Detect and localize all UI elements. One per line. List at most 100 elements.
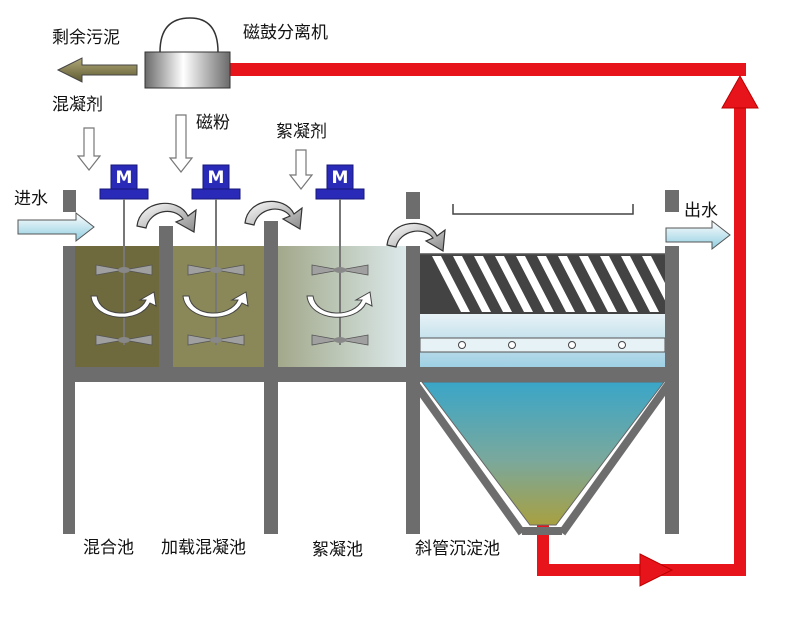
impeller-blade bbox=[187, 264, 217, 276]
support-column bbox=[264, 382, 278, 534]
impeller-blade bbox=[187, 334, 217, 346]
tank-floor bbox=[63, 367, 679, 382]
distribution-hole bbox=[618, 341, 626, 349]
inlet-baffle bbox=[63, 190, 76, 212]
rotation-arrow-icon bbox=[90, 291, 157, 318]
mixer: M bbox=[90, 164, 157, 346]
settler-sludge-hopper bbox=[420, 381, 666, 526]
impeller-blade bbox=[95, 334, 125, 346]
outlet-baffle bbox=[665, 190, 679, 212]
pipe-right-riser bbox=[734, 98, 746, 576]
settler-inlet-baffle bbox=[406, 192, 420, 219]
impeller-blade bbox=[339, 334, 369, 346]
inlet-arrow-icon bbox=[17, 211, 95, 243]
overflow-arrow-icon bbox=[136, 202, 197, 233]
inclined-tube bbox=[453, 256, 491, 312]
pipe-arrow-right-icon bbox=[639, 553, 674, 587]
mixer: M bbox=[182, 164, 249, 346]
label-excess-sludge: 剩余污泥 bbox=[52, 28, 120, 48]
label-flocculation-tank: 絮凝池 bbox=[312, 540, 363, 560]
wall-left bbox=[63, 246, 75, 534]
impeller-blade bbox=[311, 334, 341, 346]
inclined-tube bbox=[495, 256, 533, 312]
rotation-arrow-icon bbox=[306, 291, 373, 318]
effluent-weir-bracket bbox=[452, 204, 634, 215]
mixer: M bbox=[306, 164, 373, 346]
motor-icon bbox=[110, 164, 138, 190]
impeller-hub bbox=[210, 267, 222, 273]
impeller-hub bbox=[334, 267, 346, 273]
pipe-arrow-up-icon bbox=[721, 74, 759, 109]
wall-mix-coag bbox=[159, 226, 173, 367]
distribution-hole bbox=[458, 341, 466, 349]
inclined-tube bbox=[474, 256, 512, 312]
inclined-tube bbox=[516, 256, 554, 312]
flocculation-tank-liquid bbox=[278, 246, 406, 367]
motor-label: M bbox=[332, 168, 349, 188]
label-coagulant: 混凝剂 bbox=[52, 95, 103, 115]
label-inclined-tube-settler: 斜管沉淀池 bbox=[415, 539, 500, 559]
flocculant-dose-arrow-icon bbox=[288, 149, 314, 190]
drum-body bbox=[144, 51, 231, 89]
impeller-blade bbox=[339, 264, 369, 276]
label-magnetic-separator: 磁鼓分离机 bbox=[243, 23, 328, 43]
impeller-hub bbox=[334, 337, 346, 343]
wall-coag-floc bbox=[264, 221, 278, 367]
hopper-wall-right bbox=[558, 379, 674, 536]
label-mixing-tank: 混合池 bbox=[83, 538, 134, 558]
motor-base bbox=[99, 188, 149, 200]
hopper-wall-left bbox=[410, 379, 526, 536]
label-flocculant: 絮凝剂 bbox=[276, 122, 327, 142]
pipe-top-segment bbox=[229, 63, 746, 76]
label-loaded-coagulation-tank: 加载混凝池 bbox=[161, 538, 246, 558]
overflow-arrow-icon bbox=[244, 200, 303, 230]
wall-floc-settler bbox=[406, 246, 420, 534]
overflow-arrows bbox=[136, 200, 446, 252]
distribution-holes bbox=[458, 341, 626, 349]
distribution-hole bbox=[568, 341, 576, 349]
motor-label: M bbox=[208, 168, 225, 188]
impeller-hub bbox=[210, 337, 222, 343]
distribution-hole bbox=[508, 341, 516, 349]
magnetic-powder-dose-arrow-icon bbox=[168, 114, 194, 173]
hopper-bottom bbox=[522, 527, 562, 535]
sludge-return-pipe bbox=[229, 63, 759, 587]
inclined-tube bbox=[558, 256, 596, 312]
inclined-tubes bbox=[432, 254, 680, 314]
inclined-tube bbox=[600, 256, 638, 312]
pipe-cone-outlet bbox=[537, 525, 549, 576]
water-distribution-pipe bbox=[419, 337, 666, 353]
tank-walls bbox=[63, 190, 679, 534]
magnetic-drum-separator bbox=[144, 17, 231, 89]
impeller-blade bbox=[123, 264, 153, 276]
motor-icon bbox=[326, 164, 354, 190]
motor-icon bbox=[202, 164, 230, 190]
rotation-arrow-icon bbox=[182, 291, 249, 318]
drum-hood bbox=[159, 17, 219, 53]
impeller-blade bbox=[95, 264, 125, 276]
inclined-tube bbox=[621, 256, 659, 312]
impeller-blade bbox=[215, 334, 245, 346]
impeller-blade bbox=[215, 264, 245, 276]
motor-base bbox=[315, 188, 365, 200]
motor-base bbox=[191, 188, 241, 200]
label-magnetic-powder: 磁粉 bbox=[196, 113, 230, 133]
inclined-tube bbox=[537, 256, 575, 312]
coagulant-dose-arrow-icon bbox=[76, 127, 102, 171]
inclined-tube bbox=[579, 256, 617, 312]
motor-label: M bbox=[116, 168, 133, 188]
impeller-hub bbox=[118, 337, 130, 343]
impeller-hub bbox=[118, 267, 130, 273]
impeller-blade bbox=[123, 334, 153, 346]
inclined-tube-settler bbox=[419, 253, 680, 367]
inclined-tube bbox=[432, 256, 470, 312]
excess-sludge-arrow-icon bbox=[56, 57, 138, 83]
label-inlet: 进水 bbox=[14, 189, 48, 209]
outlet-arrow-icon bbox=[665, 219, 731, 251]
overflow-arrow-icon bbox=[386, 222, 446, 252]
impeller-blade bbox=[311, 264, 341, 276]
label-outlet: 出水 bbox=[684, 201, 718, 221]
wall-right bbox=[665, 246, 679, 534]
